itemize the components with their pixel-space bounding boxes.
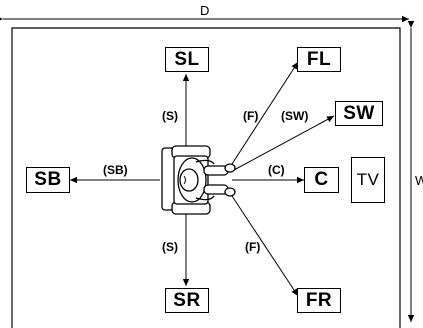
distance-label-fr: (F) — [245, 240, 261, 254]
speaker-fr: FR — [297, 288, 341, 313]
distance-label-c: (C) — [268, 163, 285, 177]
listener-chair-icon — [161, 145, 236, 215]
speaker-sw: SW — [335, 101, 383, 126]
distance-label-fl: (F) — [243, 109, 259, 123]
width-label: W — [415, 173, 423, 188]
speaker-sl: SL — [165, 47, 209, 72]
arrow-to-sw — [233, 115, 335, 171]
arrow-to-fl — [231, 61, 299, 165]
tv-box: TV — [351, 157, 385, 203]
speaker-fl: FL — [297, 47, 341, 72]
depth-label: D — [200, 3, 210, 18]
arrow-to-fr — [231, 195, 299, 297]
distance-label-sl: (S) — [162, 109, 178, 123]
distance-label-sw: (SW) — [281, 109, 309, 123]
room-outline — [11, 27, 401, 328]
speaker-c: C — [304, 167, 339, 193]
distance-label-sr: (S) — [162, 240, 178, 254]
speaker-sb: SB — [26, 167, 70, 193]
speaker-sr: SR — [165, 288, 209, 313]
distance-label-sb: (SB) — [103, 163, 128, 177]
